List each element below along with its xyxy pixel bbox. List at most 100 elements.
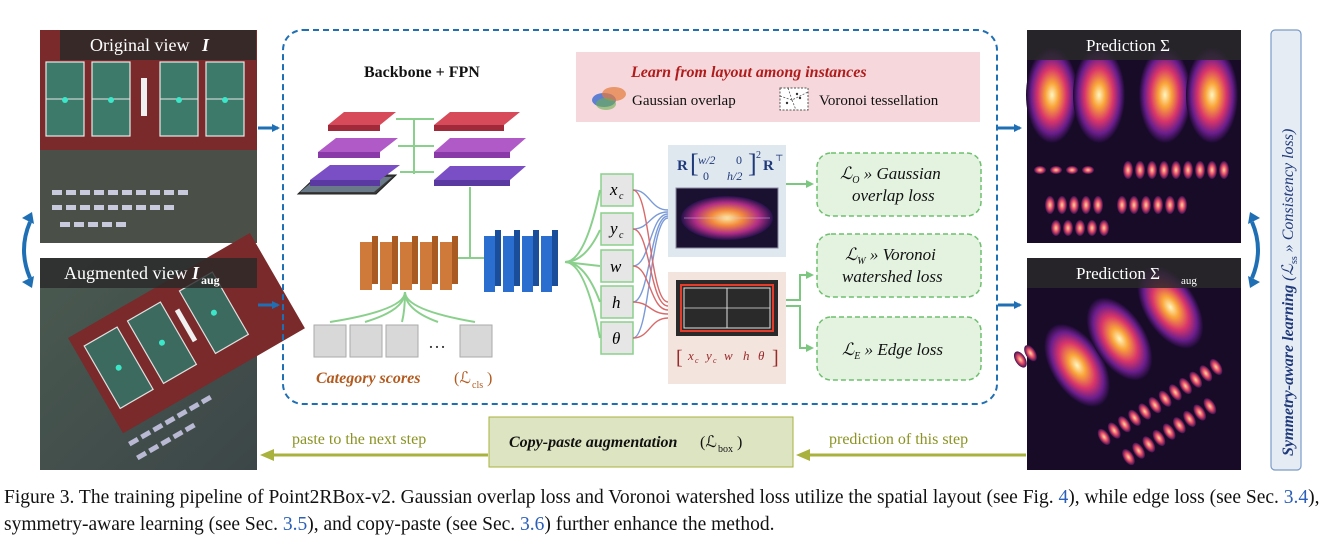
loss-o-symbol: ℒ (840, 164, 853, 183)
prediction-aug-label: Prediction Σ (1076, 264, 1160, 283)
copy-paste-loss-sub: box (718, 444, 733, 455)
augmented-view-symbol: I (191, 263, 200, 283)
loss-o-line2: overlap loss (852, 186, 935, 205)
matrix-RT: R (763, 158, 774, 174)
voronoi-legend: Voronoi tessellation (819, 93, 939, 109)
svg-text:]: ] (748, 149, 757, 178)
box-param-y: y (704, 348, 712, 363)
regression-fanout (564, 189, 601, 339)
box-param-x: x (687, 348, 694, 363)
box-param-h: h (743, 348, 750, 363)
svg-text:ℒO » Gaussian: ℒO » Gaussian (840, 164, 941, 186)
backbone-stack (296, 112, 400, 195)
matrix-m21: 0 (703, 169, 709, 183)
box-panel: [ x c y c w h θ ] (668, 272, 786, 384)
category-fanout (329, 291, 476, 323)
caption-suffix: ) further enhance the method. (544, 514, 775, 535)
prediction-label: Prediction Σ (1086, 36, 1170, 55)
category-scores-label: Category scores (316, 370, 420, 387)
side-label-loss-tail: » Consistency loss) (1280, 129, 1297, 257)
loss-e-line1: » Edge loss (860, 340, 943, 359)
box-param-w: w (724, 348, 733, 363)
layout-box-title: Learn from layout among instances (630, 64, 867, 81)
loss-e-symbol: ℒ (842, 340, 855, 359)
fpn-connectors (396, 118, 488, 259)
loss-voronoi-box: ℒW » Voronoi watershed loss (816, 233, 982, 298)
param-w: w (610, 257, 622, 276)
svg-text:[: [ (676, 347, 683, 369)
loss-e-sub: E (853, 351, 860, 362)
caption-mid2: ), symmetry-aware learning (see Sec. (4, 487, 1320, 535)
network-box (282, 29, 998, 405)
prediction-image: Prediction Σ (1026, 30, 1241, 243)
prediction-aug-sub: aug (1181, 275, 1197, 287)
loss-o-line1: » Gaussian (859, 164, 940, 183)
augmented-view-image: Augmented view I aug (40, 233, 305, 470)
svg-text:[: [ (690, 149, 699, 178)
copy-paste-loss-close: ) (737, 434, 742, 451)
matrix-m12: 0 (736, 153, 742, 167)
prediction-this-step-label: prediction of this step (829, 431, 968, 448)
gaussian-overlap-icon (592, 87, 626, 110)
svg-text:Symmetry-aware learning (ℒss »: Symmetry-aware learning (ℒss » Consisten… (1280, 129, 1300, 456)
loss-w-line1: » Voronoi (866, 245, 936, 264)
regression-head (484, 230, 558, 292)
matrix-m11: w/2 (698, 153, 715, 167)
copy-paste-label: Copy-paste augmentation (509, 434, 678, 451)
matrix-m22: h/2 (727, 169, 742, 183)
symmetry-side-bar: Symmetry-aware learning (ℒss » Consisten… (1270, 29, 1302, 471)
augmented-view-label: Augmented view (64, 263, 187, 283)
right-swap-arrow (1250, 221, 1260, 279)
backbone-title: Backbone + FPN (364, 64, 480, 81)
category-head (360, 236, 458, 290)
arrow-to-edge-loss (786, 305, 814, 352)
caption-ref-fig[interactable]: 4 (1058, 487, 1069, 508)
param-x: x (609, 180, 618, 199)
caption-ref-sec2[interactable]: 3.5 (282, 514, 308, 535)
caption-ref-sec3[interactable]: 3.6 (520, 514, 545, 535)
loss-gaussian-box: ℒO » Gaussian overlap loss (816, 152, 982, 217)
matrix-R: R (677, 158, 688, 174)
figure-caption: Figure 3. The training pipeline of Point… (4, 484, 1328, 538)
matrix-RT-sup: ⊤ (775, 153, 783, 163)
loss-o-sub: O (852, 175, 859, 186)
fpn-stack (434, 112, 526, 186)
prediction-aug-image: Prediction Σ aug (1013, 258, 1241, 470)
loss-w-sub: W (857, 256, 867, 267)
box-param-theta: θ (758, 348, 765, 363)
layout-box: Learn from layout among instances Gaussi… (576, 52, 980, 122)
param-h: h (612, 293, 621, 312)
caption-ref-sec1[interactable]: 3.4 (1283, 487, 1309, 508)
matrix-exp: 2 (756, 150, 761, 161)
caption-prefix: Figure 3. The training pipeline of Point… (4, 487, 1059, 508)
loss-edge-box: ℒE » Edge loss (816, 316, 982, 381)
voronoi-icon (779, 87, 809, 111)
param-theta: θ (612, 329, 620, 348)
original-view-image: Original view I (40, 30, 257, 243)
box-param-y-sub: c (713, 356, 717, 365)
box-param-x-sub: c (695, 356, 699, 365)
arrow-to-voronoi-loss (786, 271, 814, 301)
original-view-label: Original view (90, 35, 189, 55)
category-scores-loss-close: ) (487, 370, 492, 387)
left-swap-arrow (22, 221, 32, 279)
copy-paste-loss: (ℒ (700, 434, 717, 451)
paste-next-step-label: paste to the next step (292, 431, 426, 448)
param-y: y (608, 219, 618, 238)
copy-paste-box: Copy-paste augmentation (ℒ box ) (488, 416, 794, 468)
side-label-main: Symmetry-aware learning (1280, 285, 1297, 456)
category-scores-loss: (ℒ (454, 370, 471, 387)
caption-mid1: ), while edge loss (see Sec. (1068, 487, 1284, 508)
pipeline-figure: Original view I Augmented view I aug (22, 29, 1302, 471)
side-label-loss-sub: ss (1289, 256, 1300, 264)
side-label-loss: (ℒ (1280, 264, 1297, 285)
svg-text:ℒE » Edge loss: ℒE » Edge loss (842, 340, 943, 362)
param-boxes: x c y c w h θ (600, 173, 634, 355)
gaussian-overlap-legend: Gaussian overlap (632, 93, 736, 109)
category-scores-loss-sub: cls (472, 380, 483, 391)
svg-text:]: ] (772, 347, 779, 369)
ellipsis-text: … (428, 332, 446, 352)
gaussian-panel: R [ w/2 0 0 h/2 ] 2 R ⊤ (668, 145, 786, 257)
original-view-symbol: I (201, 35, 210, 55)
loss-w-line2: watershed loss (842, 267, 943, 286)
